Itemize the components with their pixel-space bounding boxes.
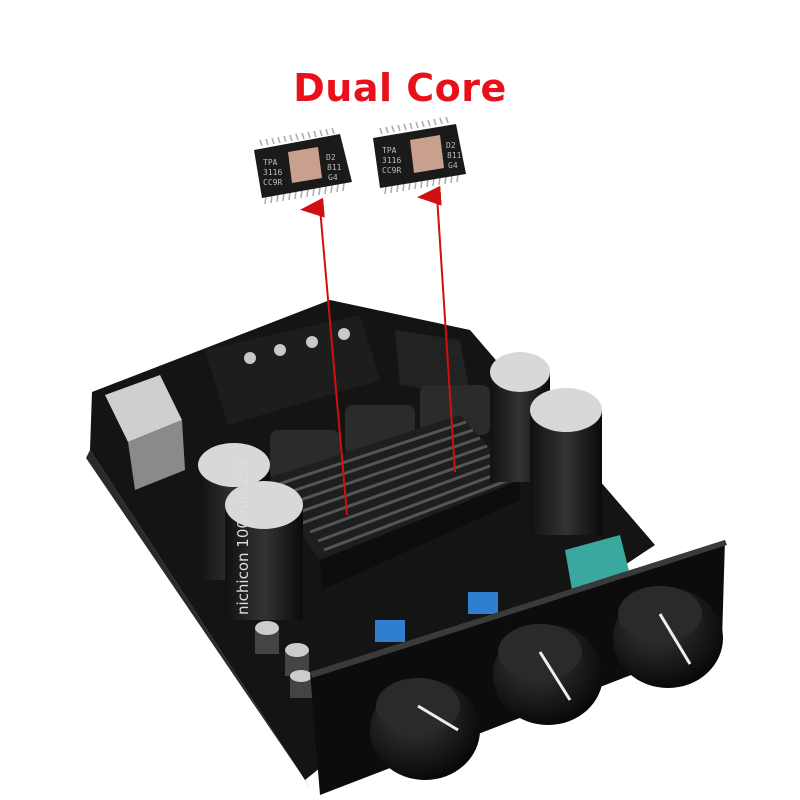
- chip-left: TPA 3116 CC9R D2 811 G4: [254, 127, 352, 205]
- chip-marking: CC9R: [382, 166, 401, 175]
- bass-knob[interactable]: [493, 624, 603, 725]
- capacitor-label: nichicon 1000uF 25V: [234, 457, 252, 615]
- chip-marking: 3116: [263, 168, 282, 177]
- chip-marking: 811: [447, 151, 462, 160]
- arrow-right-chip: [417, 185, 456, 473]
- chip-marking: 3116: [382, 156, 401, 165]
- chip-marking: TPA: [382, 146, 397, 155]
- chip-marking: TPA: [263, 158, 278, 167]
- chip-right: TPA 3116 CC9R D2 811 G4: [373, 116, 466, 195]
- terminal-block: [205, 315, 380, 425]
- chip-marking: G4: [328, 173, 338, 182]
- treble-knob[interactable]: [613, 586, 723, 688]
- capacitor: [530, 388, 602, 535]
- trimmer: [375, 620, 405, 642]
- small-capacitors: [255, 621, 312, 698]
- headline: Dual Core: [293, 66, 507, 110]
- arrow-left-chip: [300, 197, 348, 516]
- audio-jack: [395, 330, 470, 395]
- chip-marking: 811: [327, 163, 342, 172]
- chip-marking: G4: [448, 161, 458, 170]
- chip-marking: CC9R: [263, 178, 282, 187]
- trimmer: [468, 592, 498, 614]
- chip-marking: D2: [446, 141, 456, 150]
- heatsink: [262, 415, 520, 590]
- volume-knob[interactable]: [370, 678, 480, 780]
- capacitor-nichicon: nichicon 1000uF 25V: [225, 457, 303, 620]
- power-jack: [105, 375, 182, 442]
- chip-marking: D2: [326, 153, 336, 162]
